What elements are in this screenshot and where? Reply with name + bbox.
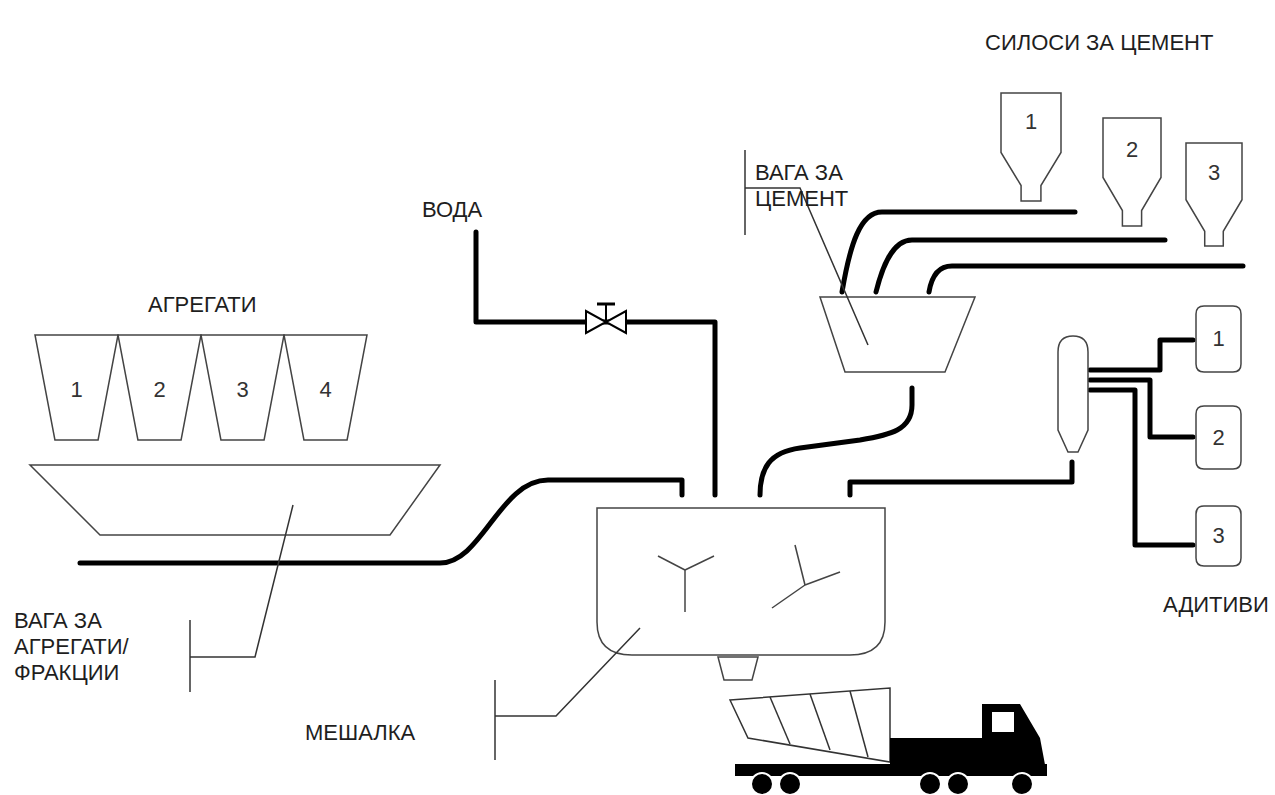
cement-silo-outline xyxy=(1102,117,1162,227)
mixer-body xyxy=(597,508,885,655)
callout-number: 2 xyxy=(1195,425,1242,451)
additive-pipe xyxy=(1090,390,1193,545)
aggregate-bin: 3 xyxy=(201,335,284,440)
aggregate-bin: 4 xyxy=(284,335,367,440)
mixer-truck xyxy=(730,688,1047,795)
aggregate-bin-shape xyxy=(35,335,118,440)
additive-pipe xyxy=(1090,340,1193,370)
additive-tank-shape xyxy=(1196,506,1241,566)
callout-number: 1 xyxy=(1195,326,1242,352)
part-label: АГРЕГАТИ xyxy=(148,292,257,318)
aggregate-bin-shape xyxy=(201,335,284,440)
additive-tank: 2 xyxy=(1195,405,1242,470)
part-label: ВОДА xyxy=(422,197,482,223)
aggregate-bin-shape xyxy=(118,335,201,440)
cement-scale xyxy=(820,297,975,372)
cement-silo: 2 xyxy=(1102,117,1162,227)
callout-number: 1 xyxy=(1000,109,1062,135)
callout-number: 2 xyxy=(1102,137,1162,163)
additive-tank: 1 xyxy=(1195,305,1242,373)
callout-number: 3 xyxy=(1195,523,1242,549)
additive-dispenser xyxy=(1058,336,1088,452)
cement-silo-outline xyxy=(1000,92,1062,202)
cement-silo: 1 xyxy=(1000,92,1062,202)
additive-tank-shape xyxy=(1196,306,1241,372)
additive-tank: 3 xyxy=(1195,505,1242,567)
cement-silo-shape xyxy=(1186,143,1242,246)
cement-feed xyxy=(760,388,912,495)
mixer-blades xyxy=(658,545,840,612)
valve-symbol xyxy=(586,304,626,333)
cement-silo-shape xyxy=(1001,93,1061,201)
cement-silo-shape xyxy=(1103,118,1161,226)
callout-number: 1 xyxy=(35,377,118,403)
callout-number: 3 xyxy=(201,377,284,403)
leader-lines xyxy=(190,150,868,760)
part-label: АДИТИВИ xyxy=(1163,592,1269,618)
part-label: МЕШАЛКА xyxy=(305,720,415,746)
additive-feed xyxy=(850,462,1072,495)
aggregate-bin: 2 xyxy=(118,335,201,440)
aggregate-scale xyxy=(30,465,440,535)
part-label: ВАГА ЗА АГРЕГАТИ/ ФРАКЦИИ xyxy=(14,608,154,686)
section-heading: СИЛОСИ ЗА ЦЕМЕНТ xyxy=(985,30,1213,56)
cement-silo: 3 xyxy=(1185,142,1243,247)
cement-silo-outline xyxy=(1185,142,1243,247)
aggregate-bin: 1 xyxy=(35,335,118,440)
cement-pipe xyxy=(929,266,1243,292)
callout-number: 2 xyxy=(118,377,201,403)
additive-tank-shape xyxy=(1196,406,1241,469)
mixer-outlet xyxy=(718,657,758,680)
callout-number: 3 xyxy=(1185,160,1243,186)
aggregate-bin-shape xyxy=(284,335,367,440)
part-label: ВАГА ЗА ЦЕМЕНТ xyxy=(755,160,875,212)
callout-number: 4 xyxy=(284,377,367,403)
water-pipe xyxy=(476,232,715,495)
